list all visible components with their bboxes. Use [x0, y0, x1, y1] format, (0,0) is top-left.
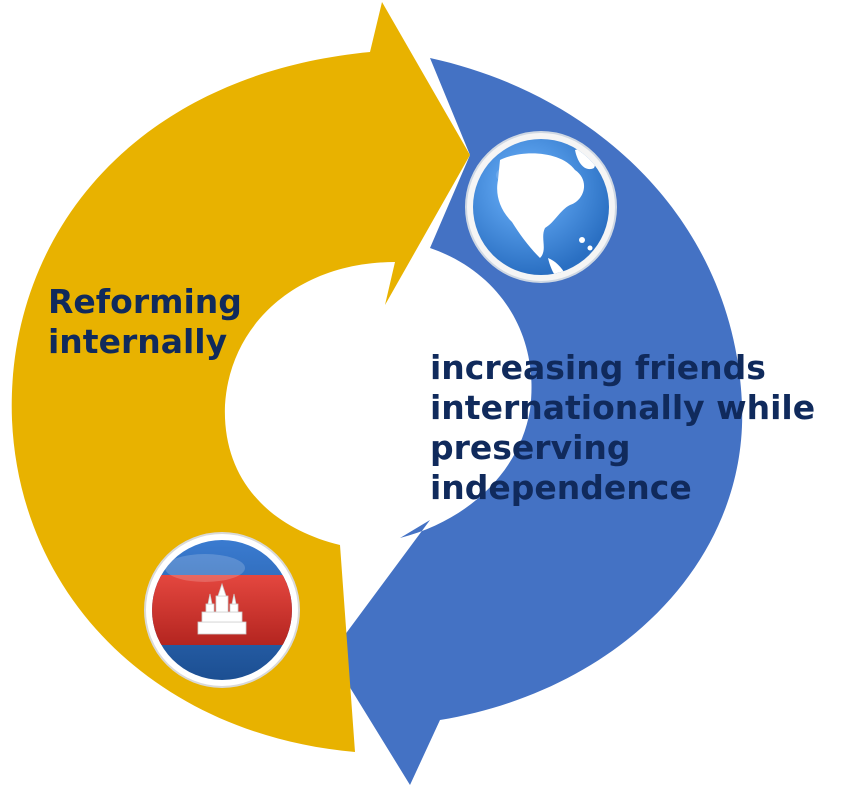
right-cycle-arrow — [330, 58, 743, 785]
label-line: internally — [48, 322, 228, 361]
left-segment-label: Reforming internally — [48, 282, 242, 362]
label-line: preserving — [430, 428, 631, 467]
label-line: Reforming — [48, 282, 242, 321]
label-line: internationally while — [430, 388, 816, 427]
label-line: independence — [430, 468, 692, 507]
cambodia-flag-icon — [144, 532, 300, 688]
globe-icon — [465, 131, 617, 283]
right-segment-label: increasing friends internationally while… — [430, 348, 815, 508]
label-line: increasing friends — [430, 348, 766, 387]
left-cycle-arrow — [11, 2, 470, 752]
